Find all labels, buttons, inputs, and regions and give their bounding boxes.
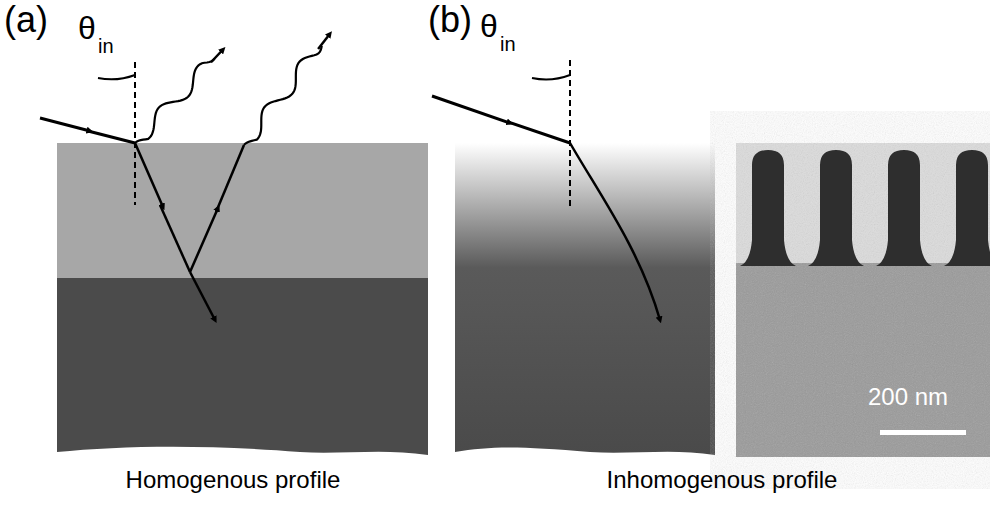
- normal-line: [134, 62, 136, 205]
- transmitted-ray: [190, 272, 215, 320]
- reflected-wave: [244, 46, 322, 145]
- nano-pillar: [740, 150, 796, 266]
- panel-caption: Inhomogenous profile: [607, 468, 838, 492]
- angle-label: θ: [480, 10, 498, 42]
- wave-head: [318, 34, 330, 49]
- angle-arc: [98, 75, 135, 79]
- nano-pillar: [876, 150, 932, 266]
- reflected-ray: [216, 145, 244, 212]
- reflected-wave: [135, 59, 215, 143]
- refracted-ray: [135, 143, 163, 207]
- normal-line: [569, 60, 571, 210]
- panel-letter: (b): [428, 2, 472, 38]
- scale-label: 200 nm: [868, 385, 948, 409]
- nano-pillar: [944, 150, 990, 266]
- film-layer: [57, 143, 428, 278]
- nano-pillar: [808, 150, 864, 266]
- angle-arc: [532, 75, 570, 79]
- graded-layer: [455, 143, 715, 455]
- angle-label: in: [500, 34, 516, 54]
- incident-ray: [432, 96, 510, 123]
- panel-caption: Homogenous profile: [126, 468, 341, 492]
- panel-letter: (a): [4, 2, 48, 38]
- angle-label: θ: [78, 12, 96, 44]
- scale-bar: [880, 430, 966, 435]
- incident-ray: [508, 122, 570, 143]
- bent-ray: [570, 143, 660, 320]
- wave-head: [211, 50, 223, 63]
- angle-label: in: [98, 36, 114, 56]
- refracted-ray: [160, 205, 190, 272]
- incident-ray: [88, 131, 135, 143]
- sem-noise: [736, 143, 990, 457]
- incident-ray: [40, 118, 90, 131]
- substrate: [57, 278, 428, 455]
- reflected-ray: [190, 208, 218, 272]
